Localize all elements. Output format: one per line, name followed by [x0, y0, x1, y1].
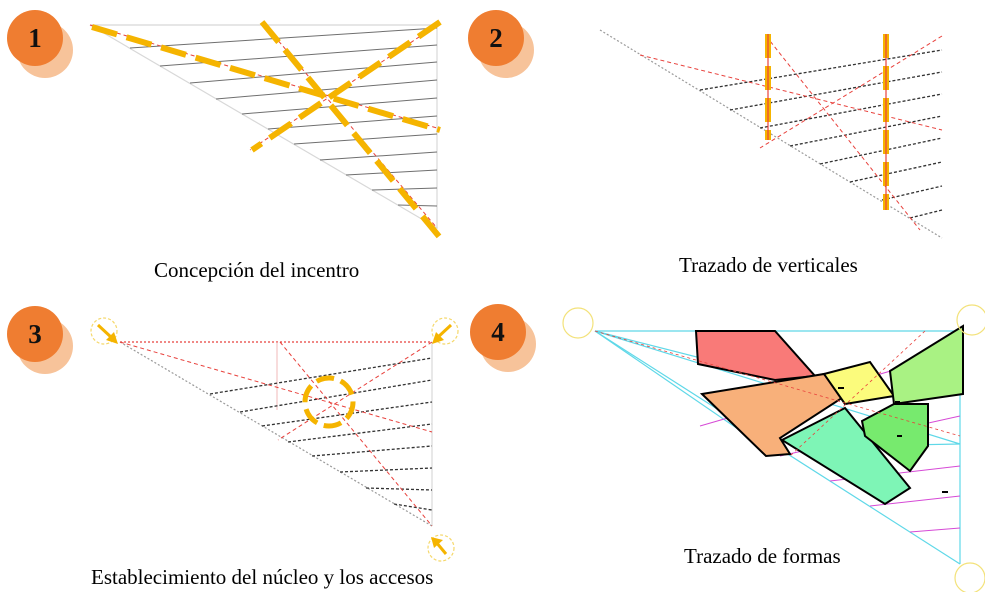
badge-number: 2 — [468, 10, 524, 66]
badge-2: 2 — [468, 10, 534, 78]
panel-1: 1 Concepción del incentro — [0, 0, 490, 290]
caption-2: Trazado de verticales — [679, 253, 858, 277]
diagram-core-accesses — [90, 317, 459, 562]
diagram-incenter — [89, 19, 445, 242]
badge-number: 3 — [7, 306, 63, 362]
panel-2: 2 Trazado de verticales — [468, 0, 985, 290]
badge-1: 1 — [7, 10, 73, 78]
badge-3: 3 — [7, 306, 73, 374]
caption-1: Concepción del incentro — [154, 258, 360, 282]
panel-3: 3 Establecimiento del núcleo y los acces… — [0, 300, 490, 592]
panel-4: 4 — [470, 296, 985, 592]
diagram-forms — [562, 304, 985, 592]
badge-number: 1 — [7, 10, 63, 66]
diagram-verticals — [599, 29, 943, 239]
caption-4: Trazado de formas — [684, 544, 841, 568]
badge-4: 4 — [470, 304, 536, 372]
caption-3: Establecimiento del núcleo y los accesos — [91, 565, 434, 589]
badge-number: 4 — [470, 304, 526, 360]
